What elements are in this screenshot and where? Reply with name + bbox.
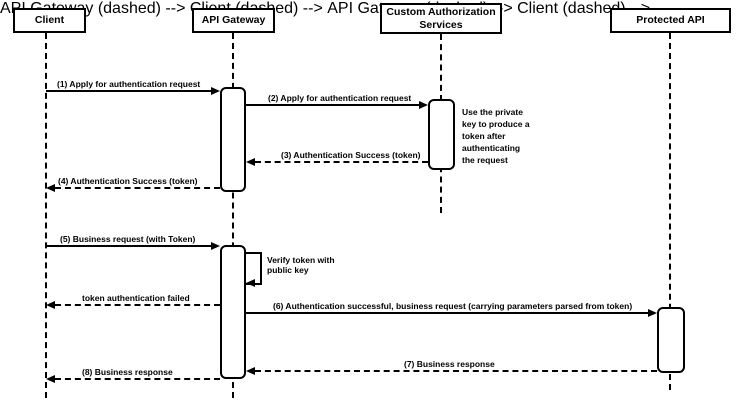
message-2-label: (2) Apply for authentication request [268,93,412,104]
activation-custom-authorization-services [428,99,455,170]
actor-protected-api: Protected API [610,8,731,33]
activation-api-gateway-business [220,245,246,379]
lifeline-api-gateway [232,33,234,398]
lifeline-protected-api [669,33,671,390]
message-2-arrowhead-icon [419,101,428,109]
message-4-arrowhead-icon [46,184,55,192]
message-2-line [246,104,419,106]
actor-custom-authorization-services-label: Custom Authorization Services [386,6,496,31]
self-message-label: Verify token with public key [267,255,337,276]
actor-custom-authorization-services: Custom Authorization Services [380,3,502,34]
message-5-line [46,245,212,247]
actor-api-gateway-label: API Gateway [201,14,266,27]
actor-protected-api-label: Protected API [636,14,705,27]
message-6-arrowhead-icon [648,309,657,317]
message-7-arrowhead-icon [246,367,255,375]
message-failed-arrowhead-icon [46,301,55,309]
actor-client: Client [13,8,86,33]
note-private-key: Use the private key to produce a token a… [462,107,530,165]
message-8-line [55,378,220,380]
lifeline-client [45,33,47,398]
message-3-line [255,161,428,163]
actor-api-gateway: API Gateway [192,8,275,33]
message-6-label: (6) Authentication successful, business … [273,301,633,312]
message-7-label: (7) Business response [404,359,495,370]
message-8-label: (8) Business response [82,367,173,378]
message-6-line [246,312,648,314]
message-1-label: (1) Apply for authentication request [57,79,201,90]
message-3-label: (3) Authentication Success (token) [281,150,421,161]
message-3-arrowhead-icon [246,158,255,166]
message-4-label: (4) Authentication Success (token) [58,176,198,187]
message-5-arrowhead-icon [211,242,220,250]
activation-api-gateway-auth [220,87,246,192]
message-7-line [255,370,657,372]
message-4-line [55,187,220,189]
self-message-arrowhead-icon [246,279,255,287]
message-failed-line [55,304,220,306]
actor-client-label: Client [34,14,65,27]
message-1-line [46,90,212,92]
message-8-arrowhead-icon [46,375,55,383]
message-1-arrowhead-icon [211,87,220,95]
message-failed-label: token authentication failed [82,293,190,304]
activation-protected-api [657,307,685,373]
message-5-label: (5) Business request (with Token) [60,234,196,245]
